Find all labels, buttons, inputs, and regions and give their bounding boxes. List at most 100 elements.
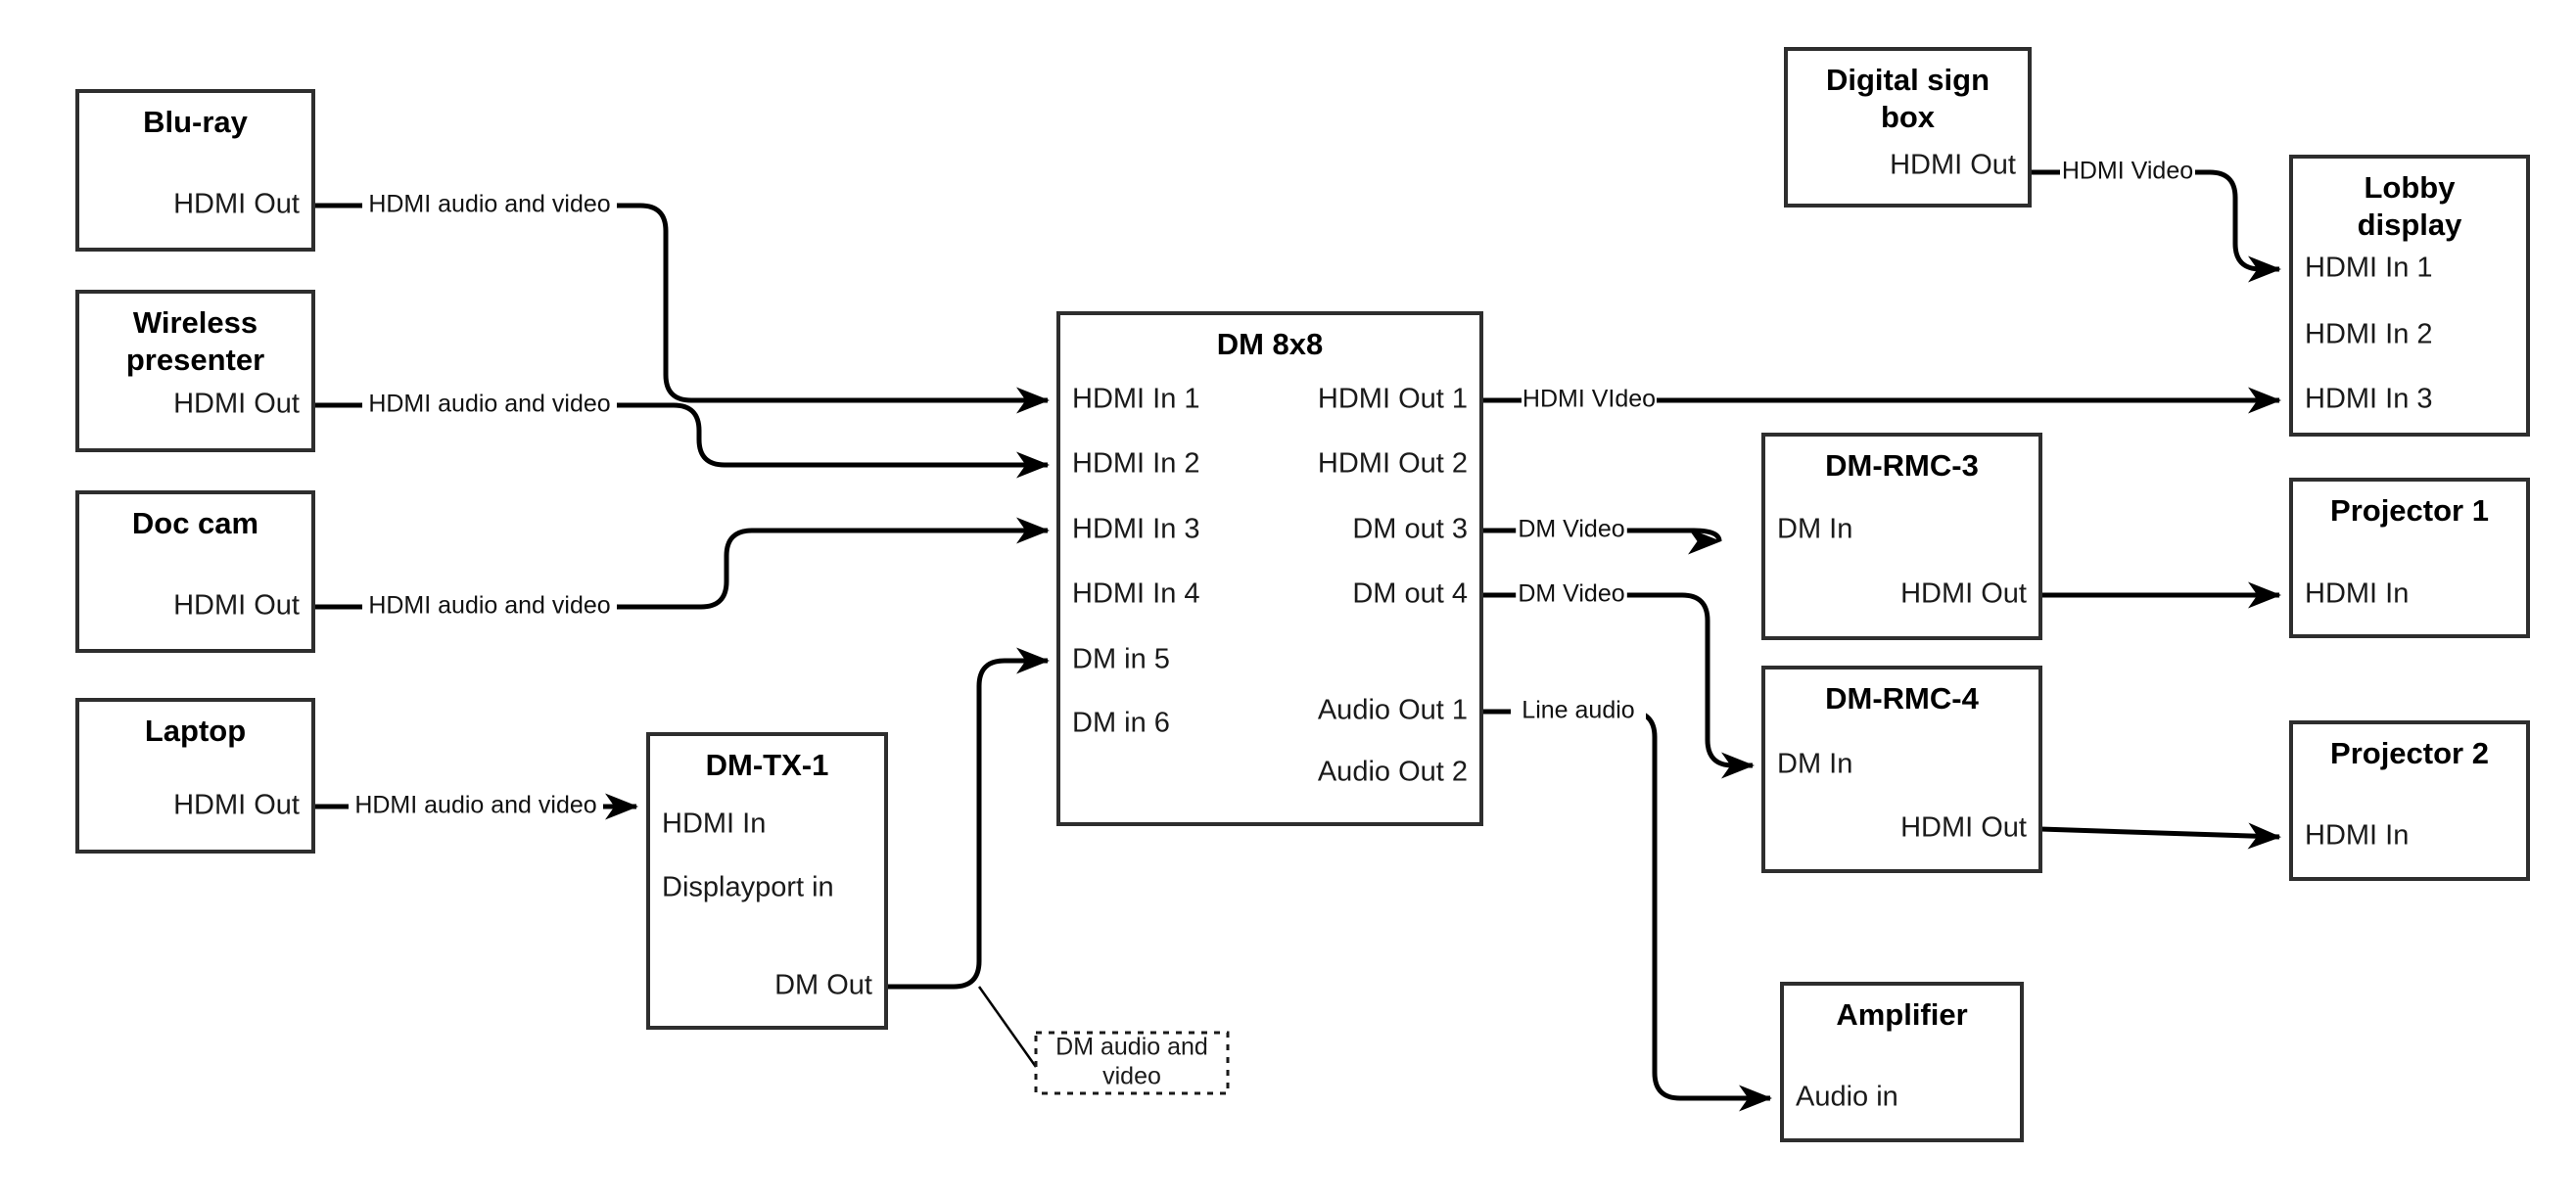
device-title: Wireless (133, 305, 258, 340)
label-background (362, 590, 617, 624)
port-label: Audio in (1796, 1082, 1898, 1113)
device-box-border (1761, 433, 2042, 640)
label-background (349, 790, 603, 823)
device-box-border (75, 290, 315, 452)
device-title: DM 8x8 (1217, 327, 1324, 361)
connection-bluray-to-hdmi-in-1 (313, 203, 1050, 414)
connection-label-text: HDMI VIdeo (1522, 386, 1656, 413)
connection-path (1481, 709, 1772, 1112)
port-label: DM out 3 (1352, 514, 1468, 545)
callout-border (1034, 1031, 1230, 1095)
connection-label-laptop-to-dm-tx-1: HDMI audio and video (349, 790, 603, 823)
connection-doc-cam-to-hdmi-in-3 (313, 517, 1050, 610)
connection-label-wireless-to-hdmi-in-2: HDMI audio and video (362, 389, 617, 422)
port-label: HDMI In 3 (1072, 514, 1200, 545)
connection-path (1481, 592, 1755, 779)
label-background (1516, 514, 1627, 547)
device-title: Projector 2 (2330, 736, 2489, 770)
connection-label-text: HDMI audio and video (368, 391, 610, 418)
connection-digital-sign-to-lobby-hdmi-in-1 (2030, 169, 2281, 283)
connection-label-digital-sign-to-lobby-hdmi-in-1: HDMI Video (2060, 156, 2195, 189)
port-label: HDMI Out (173, 389, 300, 420)
device-title: Blu-ray (143, 105, 249, 139)
device-box-border (75, 490, 315, 653)
label-background (362, 189, 617, 222)
connection-audio-out-1-to-amplifier (1481, 709, 1772, 1112)
connection-dm-rmc-4-to-projector-2 (2039, 822, 2281, 850)
port-label: HDMI Out 1 (1318, 384, 1468, 415)
connection-dm-out-3-to-dm-rmc-3 (1481, 509, 1733, 543)
device-title: Doc cam (132, 506, 258, 540)
connection-path (313, 203, 1050, 414)
port-label: DM in 6 (1072, 708, 1170, 739)
port-label: DM out 4 (1352, 578, 1468, 610)
connection-label-text: HDMI audio and video (368, 191, 610, 218)
device-title: box (1881, 100, 1936, 134)
device-box-border (1056, 311, 1483, 826)
port-label: HDMI In 2 (1072, 448, 1200, 480)
device-box-border (1780, 982, 2024, 1142)
port-label: HDMI In 1 (2305, 253, 2433, 284)
device-title: display (2358, 208, 2463, 242)
connection-label-bluray-to-hdmi-in-1: HDMI audio and video (362, 189, 617, 222)
device-title: DM-RMC-3 (1825, 448, 1979, 483)
connection-path (2039, 822, 2281, 850)
connection-path (2030, 169, 2281, 283)
connection-path (313, 402, 1050, 479)
device-box-border (1761, 666, 2042, 873)
port-label: HDMI Out (1900, 812, 2027, 844)
device-title: Lobby (2365, 170, 2457, 205)
connection-label-dm-out-3-to-dm-rmc-3: DM Video (1516, 514, 1627, 547)
device-box-border (2289, 720, 2530, 881)
label-background (1522, 384, 1657, 417)
device-box-border (646, 732, 888, 1030)
device-title: Amplifier (1836, 997, 1967, 1032)
device-box-dm-rmc-3[interactable]: DM-RMC-3 DM In HDMI Out (1761, 433, 2042, 640)
port-label: HDMI Out (1900, 578, 2027, 610)
connection-label-audio-out-1-to-amplifier: Line audio (1511, 695, 1646, 728)
port-label: HDMI Out (1890, 150, 2016, 181)
port-label: HDMI Out (173, 189, 300, 220)
connection-label-text: HDMI audio and video (368, 592, 610, 620)
connection-label-text: DM Video (1518, 516, 1624, 543)
device-title: Projector 1 (2330, 493, 2489, 528)
connection-label-dm-out-4-to-dm-rmc-4: DM Video (1516, 578, 1627, 612)
connection-label-text: HDMI audio and video (354, 792, 596, 819)
device-box-border (2289, 155, 2530, 437)
port-label: HDMI In 4 (1072, 578, 1200, 610)
port-label: DM In (1777, 514, 1852, 545)
device-box-border (1784, 47, 2032, 208)
connection-wireless-to-hdmi-in-2 (313, 402, 1050, 479)
port-label: Displayport in (662, 872, 834, 903)
port-label: HDMI In (2305, 578, 2409, 610)
device-title: DM-TX-1 (706, 748, 829, 782)
port-label: HDMI Out 2 (1318, 448, 1468, 480)
callout-text-line: video (1102, 1063, 1161, 1090)
connection-label-text: HDMI Video (2062, 158, 2193, 185)
port-label: HDMI Out (173, 590, 300, 622)
port-label: Audio Out 1 (1318, 695, 1468, 726)
port-label: DM In (1777, 749, 1852, 780)
connection-label-text: DM Video (1518, 580, 1624, 608)
device-box-projector-1[interactable]: Projector 1 HDMI In (2289, 478, 2530, 638)
callout-text-line: DM audio and (1055, 1034, 1208, 1061)
port-label: HDMI In 1 (1072, 384, 1200, 415)
label-background (362, 389, 617, 422)
device-title: Laptop (145, 714, 246, 748)
label-background (1516, 578, 1627, 612)
label-background (2060, 156, 2195, 189)
label-background (1511, 695, 1646, 728)
